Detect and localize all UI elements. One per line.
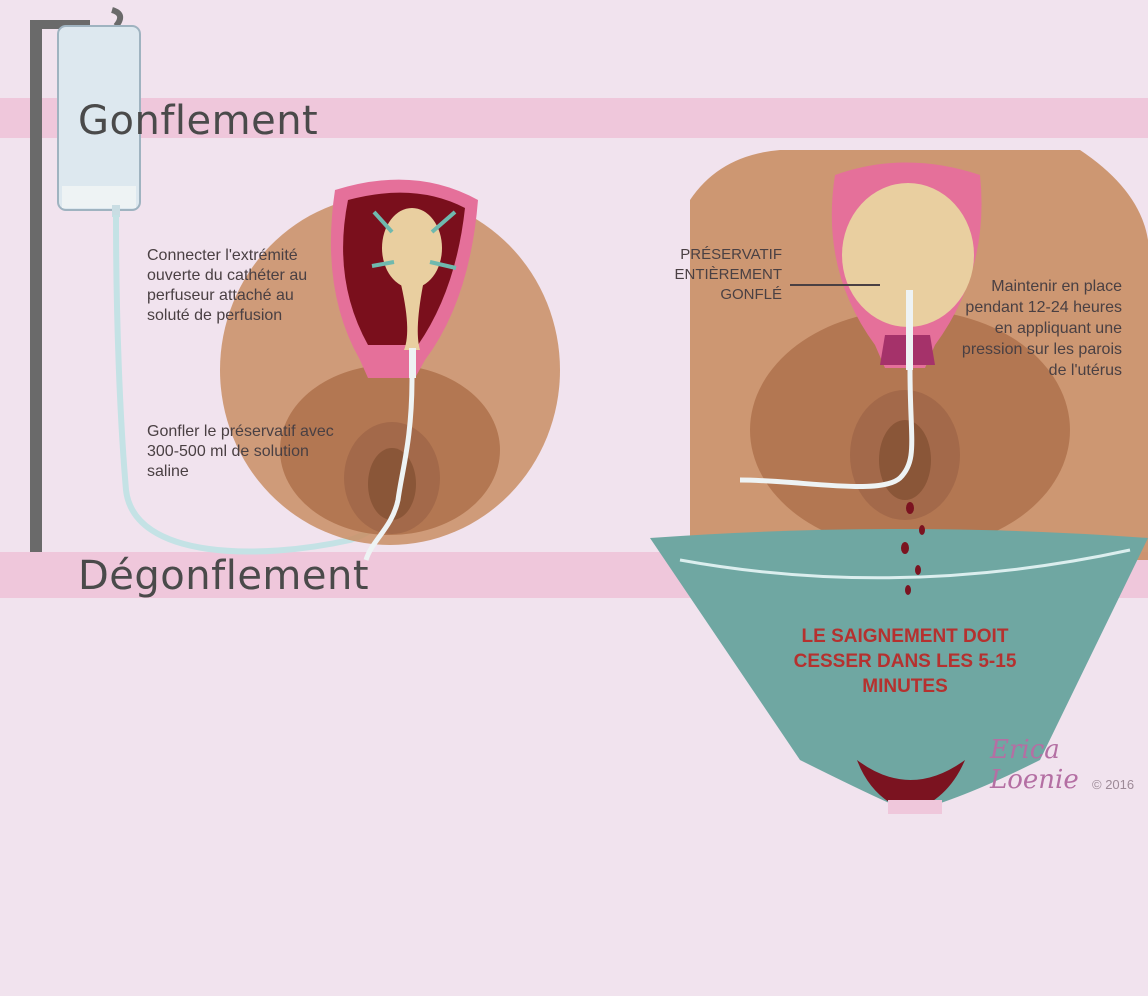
connect-instruction: Connecter l'extrémité ouverte du cathéte… <box>147 246 337 326</box>
bleeding-stop-text: LE SAIGNEMENT DOIT CESSER DANS LES 5-15 … <box>790 624 1020 699</box>
copyright-text: © 2016 <box>1092 777 1134 792</box>
uterus-inflating <box>220 180 560 560</box>
inflate-instruction: Gonfler le préservatif avec 300-500 ml d… <box>147 422 337 482</box>
condom-label: PRÉSERVATIF ENTIÈREMENT GONFLÉ <box>620 245 782 305</box>
inflation-heading: Gonflement <box>78 98 318 144</box>
deflation-heading: Dégonflement <box>78 553 369 599</box>
maintain-instruction: Maintenir en place pendant 12-24 heures … <box>950 276 1122 381</box>
